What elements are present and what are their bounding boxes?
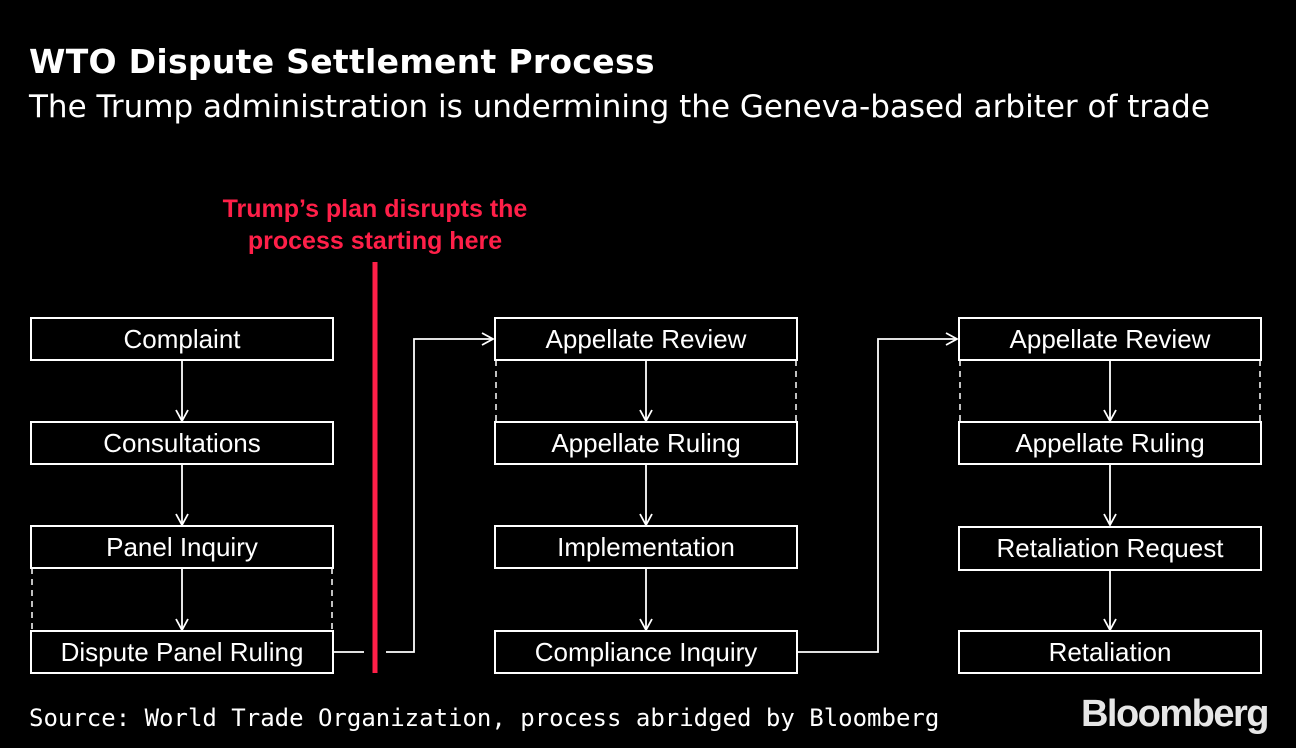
step-label: Dispute Panel Ruling <box>60 636 304 667</box>
step-compliance-inquiry: Compliance Inquiry <box>494 630 798 674</box>
step-label: Appellate Ruling <box>551 427 741 458</box>
bloomberg-logo: Bloomberg <box>1080 693 1270 735</box>
step-label: Complaint <box>123 323 241 354</box>
step-label: Appellate Ruling <box>1015 427 1205 458</box>
vertical-arrows <box>175 360 1117 632</box>
step-panel-inquiry: Panel Inquiry <box>30 525 334 569</box>
step-second-appellate-review: Appellate Review <box>958 317 1262 361</box>
column-connectors <box>334 332 959 653</box>
step-label: Implementation <box>557 531 735 562</box>
step-retaliation-request: Retaliation Request <box>958 526 1262 571</box>
connector-to-appellate-review <box>386 332 495 653</box>
disruption-annotation: Trump’s plan disrupts the process starti… <box>222 195 528 255</box>
step-label: Retaliation <box>1048 636 1172 667</box>
step-appellate-review: Appellate Review <box>494 317 798 361</box>
step-label: Appellate Review <box>545 323 747 354</box>
step-dispute-panel-ruling: Dispute Panel Ruling <box>30 630 334 674</box>
step-second-appellate-ruling: Appellate Ruling <box>958 421 1262 465</box>
step-label: Compliance Inquiry <box>534 636 758 667</box>
step-complaint: Complaint <box>30 317 334 361</box>
chart-title: WTO Dispute Settlement Process <box>29 42 655 81</box>
step-label: Retaliation Request <box>996 533 1224 563</box>
chart-subtitle: The Trump administration is undermining … <box>29 89 1210 125</box>
step-label: Panel Inquiry <box>106 531 258 562</box>
step-label: Consultations <box>103 427 261 458</box>
step-appellate-ruling: Appellate Ruling <box>494 421 798 465</box>
step-label: Appellate Review <box>1009 323 1211 354</box>
step-retaliation: Retaliation <box>958 630 1262 674</box>
step-consultations: Consultations <box>30 421 334 465</box>
step-implementation: Implementation <box>494 525 798 569</box>
connector-to-second-appellate-review <box>798 332 959 653</box>
source-note: Source: World Trade Organization, proces… <box>29 704 940 732</box>
